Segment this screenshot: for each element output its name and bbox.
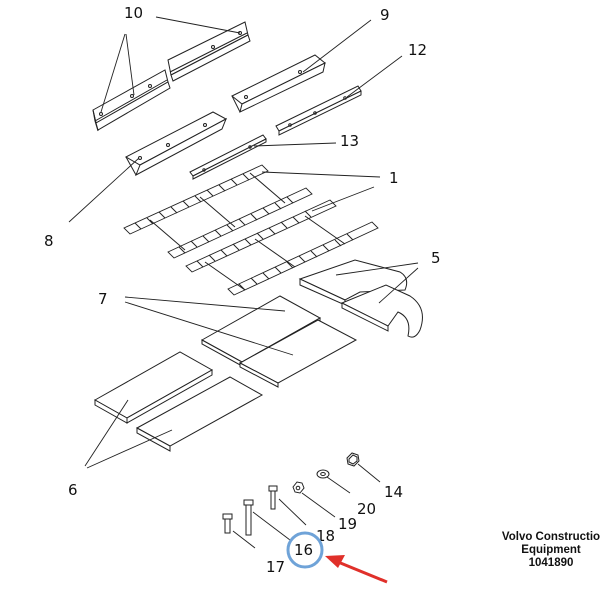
part-16-bolt: [243, 499, 254, 536]
part-1-chain-assembly: [123, 164, 379, 296]
part-5-curved-plates: [298, 259, 423, 338]
highlight-marker: [286, 531, 388, 584]
label-13: 13: [340, 132, 359, 150]
part-8-angle-bracket: [124, 111, 228, 177]
part-10-angle-brackets: [92, 21, 251, 132]
highlight-circle: [286, 531, 324, 569]
label-12: 12: [408, 41, 427, 59]
label-14: 14: [384, 483, 403, 501]
part-12-flat-bar: [275, 85, 362, 136]
label-1: 1: [389, 169, 399, 187]
brand-line-2: Equipment: [521, 544, 581, 556]
label-8: 8: [44, 232, 54, 250]
part-17-bolt: [222, 513, 233, 534]
label-9: 9: [380, 6, 390, 24]
label-5: 5: [431, 249, 441, 267]
part-19-nut: [292, 481, 305, 494]
part-14-nut: [346, 452, 360, 467]
part-20-washer: [316, 469, 330, 479]
brand-caption: Volvo Constructio Equipment 1041890: [496, 531, 600, 570]
label-7: 7: [98, 290, 108, 308]
label-20: 20: [357, 500, 376, 518]
label-10: 10: [124, 4, 143, 22]
part-6-flat-plates: [93, 351, 264, 452]
part-7-flat-plates: [200, 295, 358, 388]
leader-lines: [68, 16, 419, 549]
part-18-bolt: [268, 485, 278, 510]
highlight-arrow: [325, 555, 388, 584]
label-17: 17: [266, 558, 285, 576]
label-6: 6: [68, 481, 78, 499]
label-16: 16: [294, 541, 313, 559]
part-13-thin-bar: [189, 134, 267, 180]
part-9-angle-bracket: [231, 54, 326, 113]
brand-part-number: 1041890: [528, 557, 574, 569]
label-19: 19: [338, 515, 357, 533]
brand-line-1: Volvo Constructio: [501, 531, 600, 543]
